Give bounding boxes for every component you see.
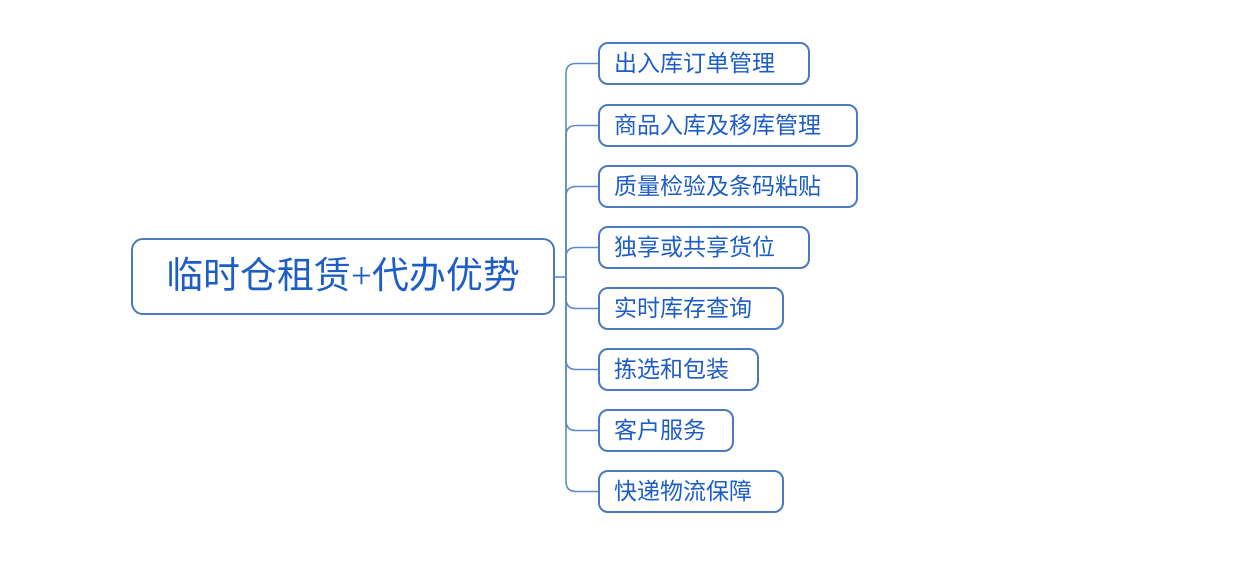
connector-path: [565, 277, 598, 310]
connector-path: [565, 277, 598, 493]
child-topic-label: 出入库订单管理: [614, 51, 775, 76]
child-topic-label: 商品入库及移库管理: [614, 113, 821, 138]
child-topic-label: 质量检验及条码粘贴: [614, 174, 821, 199]
connector-path: [565, 185, 598, 277]
root-topic-node[interactable]: 临时仓租赁+代办优势: [131, 238, 555, 315]
child-topic-label: 客户服务: [614, 418, 706, 443]
child-topic-node[interactable]: 客户服务: [598, 409, 734, 452]
child-topic-node[interactable]: 出入库订单管理: [598, 42, 810, 85]
connector-path: [565, 124, 598, 277]
child-topic-label: 独享或共享货位: [614, 235, 775, 260]
child-topic-node[interactable]: 独享或共享货位: [598, 226, 810, 269]
connector-path: [565, 277, 598, 371]
child-topic-label: 实时库存查询: [614, 296, 752, 321]
root-topic-label: 临时仓租赁+代办优势: [166, 256, 520, 297]
child-topic-node[interactable]: 快递物流保障: [598, 470, 784, 513]
connector-path: [565, 62, 598, 277]
child-topic-node[interactable]: 拣选和包装: [598, 348, 759, 391]
child-topic-node[interactable]: 质量检验及条码粘贴: [598, 165, 858, 208]
connector-path: [565, 246, 598, 277]
child-topic-node[interactable]: 商品入库及移库管理: [598, 104, 858, 147]
connector-path: [565, 277, 598, 432]
child-topic-label: 快递物流保障: [614, 479, 752, 504]
child-topic-label: 拣选和包装: [614, 357, 729, 382]
child-topic-node[interactable]: 实时库存查询: [598, 287, 784, 330]
